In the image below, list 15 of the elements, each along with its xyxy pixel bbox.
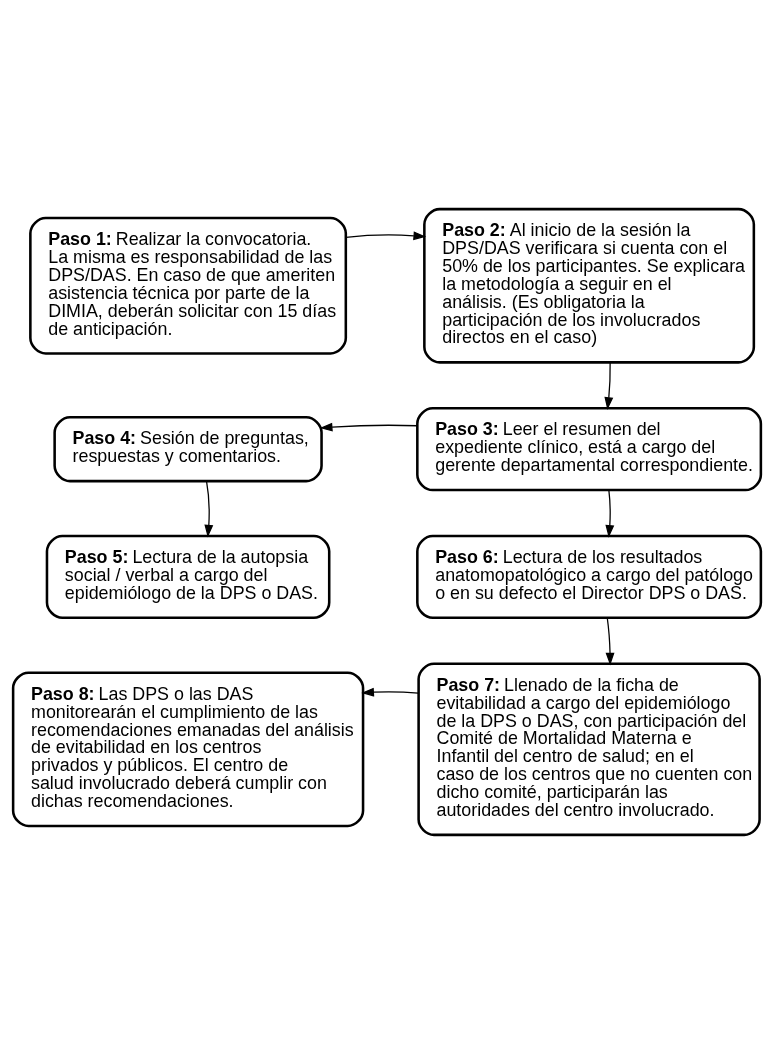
node-box: Paso 5: Lectura de la autopsia social / verbal a cargo del epidemiólogo de la DPS o DAS. bbox=[45, 534, 331, 619]
arrow bbox=[605, 616, 615, 666]
node-box: Paso 7: Llenado de la ficha de evitabilidad a cargo del epidemiólogo de la DPS o DAS, con participación del Comité de Mortalidad Materna e Infantil del centro de salud; en el caso de los centros que no cuenten con dicho comité, participarán las autoridades del centro involucrado. bbox=[417, 662, 761, 836]
node-box: Paso 2: Al inicio de la sesión la DPS/DAS verificara si cuenta con el 50% de los participantes. Se explicara la metodología a seguir en el análisis. (Es obligatoria la participación de los involucrados directos en el caso) bbox=[423, 207, 756, 364]
node-box: Paso 3: Leer el resumen del expediente clínico, está a cargo del gerente departamental correspondiente. bbox=[416, 406, 763, 491]
arrow bbox=[361, 687, 419, 697]
arrow bbox=[204, 480, 214, 538]
node-box: Paso 1: Realizar la convocatoria. La misma es responsabilidad de las DPS/DAS. En caso de que ameriten asistencia técnica por parte de la DIMIA, deberán solicitar con 15 días de anticipación. bbox=[29, 216, 348, 355]
arrow bbox=[345, 230, 427, 240]
arrow bbox=[319, 422, 418, 432]
arrow bbox=[605, 488, 615, 538]
node-box: Paso 6: Lectura de los resultados anatomopatológico a cargo del patólogo o en su defecto el Director DPS o DAS. bbox=[416, 534, 763, 619]
arrow bbox=[604, 361, 614, 410]
node-box: Paso 4: Sesión de preguntas, respuestas y comentarios. bbox=[53, 415, 323, 482]
node-box: Paso 8: Las DPS o las DAS monitorearán el cumplimiento de las recomendaciones emanadas del análisis de evitabilidad en los centros privados y públicos. El centro de salud involucrado deberá cumplir con dichas recomendaciones. bbox=[11, 670, 365, 827]
